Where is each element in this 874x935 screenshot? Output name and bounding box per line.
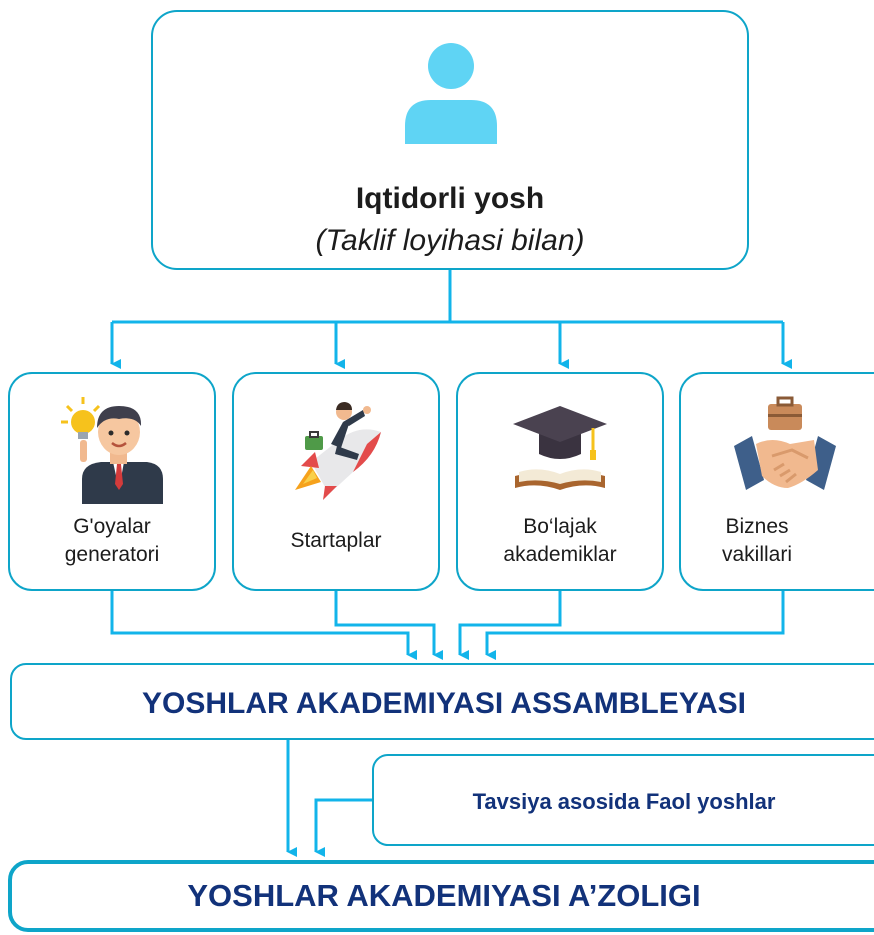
person-icon (405, 43, 497, 144)
category-biznes-vakillari: Biznes vakillari (679, 372, 874, 591)
category-label: G'oyalar generatori (64, 515, 160, 566)
root-subtitle: (Taklif loyihasi bilan) (315, 224, 585, 257)
graduation-cap-book-icon (513, 406, 607, 490)
category-bolajak-akademiklar: Bo‘lajak akademiklar (456, 372, 664, 591)
recommendation-node: Tavsiya asosida Faol yoshlar (372, 754, 874, 846)
membership-title: YOSHLAR AKADEMIYASI A’ZOLIGI (187, 878, 701, 913)
idea-person-icon (61, 397, 163, 504)
category-goyalar-generatori: G'oyalar generatori (8, 372, 216, 591)
membership-node: YOSHLAR AKADEMIYASI A’ZOLIGI (8, 860, 874, 932)
category-label: Biznes vakillari (721, 515, 792, 566)
root-node: Iqtidorli yosh (Taklif loyihasi bilan) (151, 10, 749, 270)
rocket-businessman-icon (295, 402, 381, 500)
handshake-briefcase-icon (734, 396, 836, 490)
category-label: Startaplar (290, 529, 382, 552)
assembly-node: YOSHLAR AKADEMIYASI ASSAMBLEYASI (10, 663, 874, 740)
category-startaplar: Startaplar (232, 372, 440, 591)
category-label: Bo‘lajak akademiklar (503, 515, 617, 566)
recommendation-label: Tavsiya asosida Faol yoshlar (472, 789, 776, 814)
root-title: Iqtidorli yosh (355, 182, 545, 215)
assembly-title: YOSHLAR AKADEMIYASI ASSAMBLEYASI (142, 687, 746, 720)
